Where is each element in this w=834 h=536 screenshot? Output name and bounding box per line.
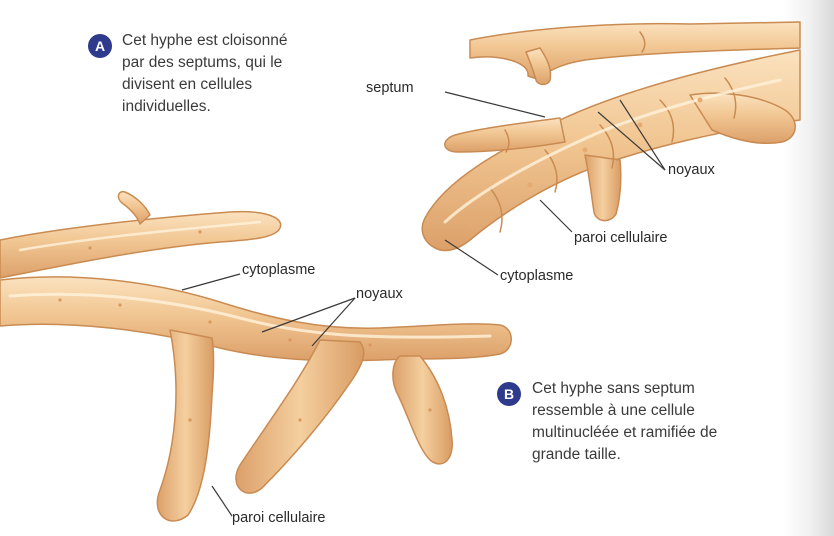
label-paroi-b: paroi cellulaire (232, 510, 326, 526)
nucleus-dot (638, 123, 643, 128)
cytoplasm-speck (298, 418, 301, 421)
label-cytoplasme-a: cytoplasme (500, 268, 573, 284)
nucleus-dot (698, 98, 703, 103)
coenocytic-hypha-down-branch-1 (157, 330, 213, 521)
caption-b: Cet hyphe sans septum ressemble à une ce… (532, 378, 717, 466)
cytoplasm-speck (368, 343, 371, 346)
cytoplasm-speck (88, 246, 91, 249)
badge-a: A (88, 34, 112, 58)
label-cytoplasme-b: cytoplasme (242, 262, 315, 278)
cytoplasm-speck (288, 338, 291, 341)
cytoplasm-speck (58, 298, 61, 301)
septate-hypha (422, 22, 800, 251)
cytoplasm-speck (428, 408, 431, 411)
badge-b: B (497, 382, 521, 406)
coenocytic-hypha-twig (118, 192, 150, 224)
leader-paroi-a (540, 200, 572, 232)
leader-cytoplasme-a (445, 240, 498, 275)
leader-paroi-b (212, 486, 232, 516)
coenocytic-hypha-down-branch-2 (236, 340, 364, 493)
coenocytic-hypha-down-branch-3 (393, 356, 452, 464)
nucleus-dot (468, 223, 472, 227)
leader-septum (445, 92, 545, 117)
label-noyaux-a: noyaux (668, 162, 715, 178)
label-noyaux-b: noyaux (356, 286, 403, 302)
leader-cytoplasme-b (182, 274, 240, 290)
cytoplasm-speck (208, 320, 211, 323)
nucleus-dot (583, 148, 588, 153)
nucleus-dot (528, 183, 533, 188)
cytoplasm-speck (188, 418, 191, 421)
cytoplasm-speck (198, 230, 201, 233)
label-septum: septum (366, 80, 414, 96)
coenocytic-hypha-main-tube (0, 277, 511, 361)
septate-hypha-down-branch (585, 155, 621, 221)
cytoplasm-speck (118, 303, 121, 306)
caption-a: Cet hyphe est cloisonné par des septums,… (122, 30, 287, 118)
label-paroi-a: paroi cellulaire (574, 230, 668, 246)
